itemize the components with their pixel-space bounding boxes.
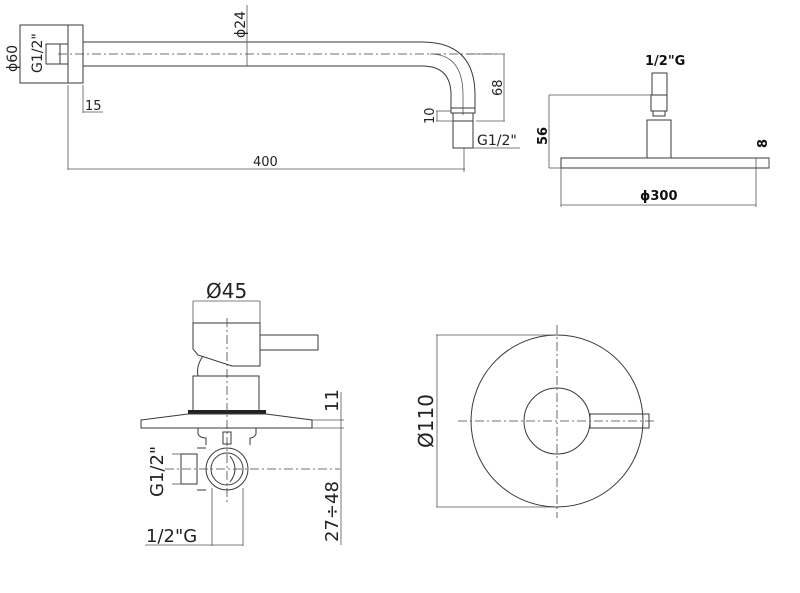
mixer-side-view: Ø45 G1/2" 1/2"G 11	[140, 279, 344, 547]
depth-range-label: 27÷48	[322, 481, 343, 542]
head-diameter-label: ϕ300	[640, 189, 678, 204]
plate-thickness-label: 8	[756, 139, 771, 148]
outlet-thread-label: G1/2"	[477, 133, 517, 149]
shower-arm-view: ϕ24 ϕ60 G1/2" 15 400 68 10 G1/2"	[5, 5, 520, 172]
head-plate	[560, 157, 770, 169]
length-label: 400	[253, 155, 278, 170]
flange-depth-label: 15	[85, 99, 102, 114]
flange-diameter-label: ϕ60	[5, 45, 21, 72]
drop-label: 68	[491, 79, 506, 96]
plate-thickness-label: 11	[322, 389, 343, 412]
inlet-thread-label: G1/2"	[30, 33, 46, 73]
pipe-diameter-label: ϕ24	[233, 11, 249, 38]
inlet-thread-body	[45, 43, 61, 65]
head-thread-label: 1/2"G	[645, 54, 685, 69]
shower-head-view: 1/2"G 56 8 ϕ300	[536, 54, 771, 207]
mixer-front-view: Ø110	[414, 325, 656, 518]
outlet-length-label: 10	[423, 107, 438, 124]
plate-diameter-label: Ø110	[414, 394, 438, 448]
inlet-thread-label: G1/2"	[147, 446, 168, 497]
head-height-label: 56	[536, 127, 551, 145]
handle-diameter-label: Ø45	[206, 279, 247, 303]
outlet-thread-label: 1/2"G	[146, 526, 197, 547]
